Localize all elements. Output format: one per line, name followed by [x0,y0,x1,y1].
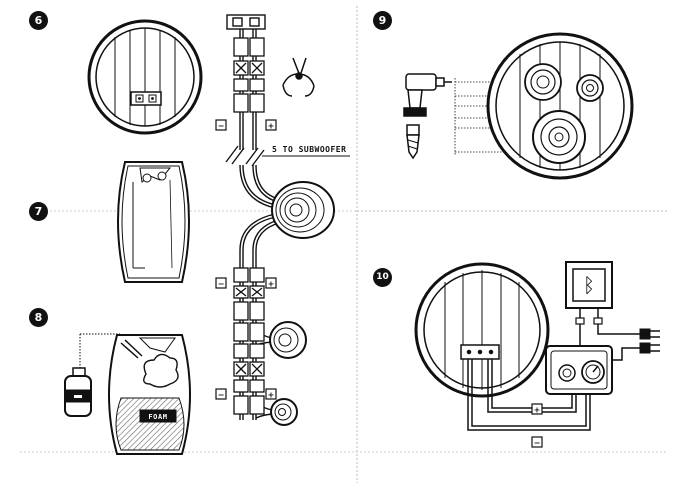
polarity-plus-mid: + [265,277,277,289]
terminal-block-icon [130,91,162,106]
wire-break [225,145,265,167]
step-6-badge: 6 [29,11,48,30]
step-10-badge: 10 [373,268,392,287]
polarity-minus-mid: − [215,277,227,289]
svg-text:+: + [534,406,541,415]
bluetooth-icon [565,261,613,325]
svg-text:+: + [268,280,275,289]
barrel-icon [87,19,203,135]
barrel-back-icon [414,262,550,398]
barrel-foam-icon [108,334,191,455]
barrel-holes-icon [486,32,634,180]
connector-stack-bottom [233,267,265,415]
subwoofer-label: 5 TO SUBWOOFER [272,145,346,154]
step-9-badge: 9 [373,11,392,30]
polarity-plus-amp: + [531,403,543,415]
svg-text:+: + [268,391,275,400]
polarity-plus-low: + [265,388,277,400]
svg-text:−: − [218,122,225,131]
step-7-badge: 7 [29,202,48,221]
polarity-minus-low: − [215,388,227,400]
connector-stack-top [233,37,265,113]
drill-icon [403,73,452,117]
bluetooth-symbol: ᛒ [583,273,595,297]
speaker-icon [271,181,335,239]
drill-bit-icon [406,124,420,160]
terminal-block-back [460,344,500,360]
wire-stripper-icon [282,57,315,97]
polarity-minus-top: − [215,119,227,131]
svg-text:−: − [218,391,225,400]
svg-text:−: − [218,280,225,289]
barrel-side-icon [117,161,190,283]
svg-text:+: + [268,122,275,131]
midrange-speaker-icon [269,321,307,359]
foam-label: FOAM [148,413,167,421]
power-wiring [579,324,640,361]
svg-text:−: − [534,439,541,448]
polarity-plus-top: + [265,119,277,131]
tweeter-speaker-icon [270,398,298,426]
spray-can-icon [64,333,120,417]
step-8-badge: 8 [29,308,48,327]
polarity-minus-amp: − [531,436,543,448]
amplifier-icon [545,345,613,395]
power-plug-icon [639,328,660,354]
